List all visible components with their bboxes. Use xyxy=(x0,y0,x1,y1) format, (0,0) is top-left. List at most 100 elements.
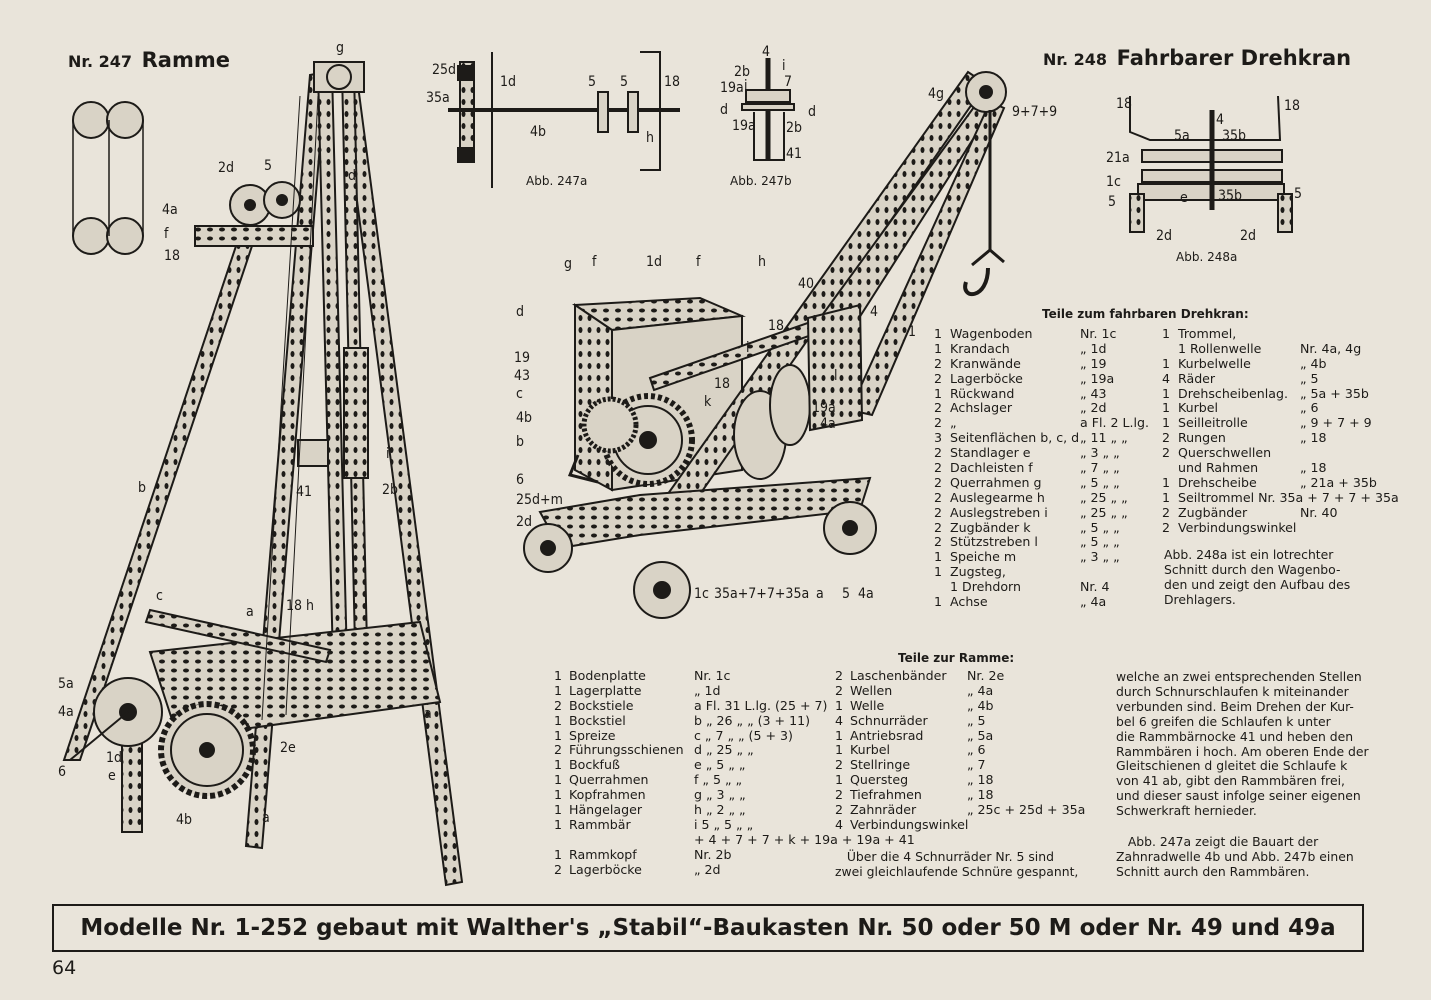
parts-qty: 1 xyxy=(934,326,943,341)
parts-name: Auslegstreben i xyxy=(950,504,1048,520)
label: d xyxy=(516,304,524,320)
parts-name: Seitenflächen b, c, d xyxy=(950,430,1080,446)
label: 4a xyxy=(820,416,836,432)
parts-name: Querrahmen g xyxy=(950,474,1042,490)
parts-name: Rammbär xyxy=(569,816,631,832)
parts-qty: 2 xyxy=(934,445,943,461)
parts-qty: 1 xyxy=(835,727,844,743)
parts-qty: 2 xyxy=(835,682,844,698)
parts-name: Auslegearme h xyxy=(950,489,1045,505)
caption-abb-247b: Abb. 247b xyxy=(730,174,792,188)
label: 40 xyxy=(798,276,815,292)
label: 4a xyxy=(162,202,178,218)
parts-qty: 1 xyxy=(554,816,563,832)
parts-number: f „ 5 „ „ xyxy=(694,772,743,788)
parts-qty: 1 xyxy=(934,564,943,580)
label: i xyxy=(746,340,750,356)
parts-name: Lagerböcke xyxy=(950,370,1023,386)
label: 35a+7+7+35a xyxy=(714,586,810,602)
parts-number: „ 43 xyxy=(1080,385,1107,401)
parts-name: Achse xyxy=(950,594,988,610)
parts-number: g „ 3 „ „ xyxy=(694,787,746,803)
parts-qty: 4 xyxy=(835,712,844,728)
parts-number: „ 18 xyxy=(1300,460,1327,476)
label: 1d xyxy=(646,254,663,270)
parts-name: Dachleisten f xyxy=(950,460,1033,476)
parts-qty: 2 xyxy=(835,757,844,773)
parts-number: „ 4b xyxy=(1300,355,1327,371)
label: 41 xyxy=(296,484,313,500)
parts-number: „ 2d xyxy=(694,861,721,877)
parts-qty: 2 xyxy=(934,474,943,490)
label: a xyxy=(262,810,270,826)
parts-number: „ 6 xyxy=(967,742,986,758)
parts-number: „ 21a + 35b xyxy=(1300,474,1377,490)
label: 1c xyxy=(694,586,709,602)
label: 35a xyxy=(426,90,450,106)
kran-note: Abb. 248a ist ein lotrechter Schnitt dur… xyxy=(1164,547,1351,607)
parts-number: „ 19 xyxy=(1080,355,1107,371)
parts-name: Achslager xyxy=(950,400,1012,416)
parts-name: Querschwellen xyxy=(1178,445,1272,461)
parts-name: Speiche m xyxy=(950,549,1017,565)
parts-qty: 1 xyxy=(554,757,563,773)
label: f xyxy=(696,254,701,270)
label: 4g xyxy=(928,86,945,102)
parts-qty: 2 xyxy=(934,355,943,371)
parts-number: Nr. 1c xyxy=(694,668,731,683)
label: 43 xyxy=(514,368,531,384)
parts-qty: 2 xyxy=(934,400,943,416)
parts-qty: 1 xyxy=(1162,415,1171,431)
abb-248a-drawing xyxy=(1129,95,1293,233)
label: 1 xyxy=(908,324,917,340)
parts-qty: 2 xyxy=(835,787,844,803)
parts-name: Kurbel xyxy=(850,742,891,758)
label: 4b xyxy=(530,124,547,140)
parts-name: Lagerböcke xyxy=(569,861,642,877)
parts-name: Führungsschienen xyxy=(569,742,684,758)
label: 18 xyxy=(1284,98,1301,114)
label: a xyxy=(424,706,432,722)
label: h xyxy=(646,130,654,146)
abb-247b-drawing xyxy=(741,58,795,161)
label: 4a xyxy=(58,704,74,720)
parts-qty: 1 xyxy=(554,727,563,743)
parts-name: Rückwand xyxy=(950,385,1015,401)
parts-qty: 2 xyxy=(554,861,563,877)
label: 18 xyxy=(164,248,181,264)
label: 25d xyxy=(432,62,457,78)
parts-number: Nr. 1c xyxy=(1080,326,1117,341)
parts-qty: 1 xyxy=(554,682,563,698)
parts-name: Wellen xyxy=(850,682,893,698)
label: 18 xyxy=(664,74,681,90)
parts-number: „ 5 „ „ xyxy=(1080,519,1120,535)
label: 1d xyxy=(500,74,517,90)
parts-number: Nr. 2b xyxy=(694,846,732,862)
parts-qty: 2 xyxy=(835,802,844,818)
parts-number: e „ 5 „ „ xyxy=(694,757,746,773)
title-ramme: Nr. 247 Ramme xyxy=(68,48,230,72)
model-number-248: Nr. 248 xyxy=(1043,50,1108,69)
parts-qty: 1 xyxy=(554,668,563,683)
parts-name: Tiefrahmen xyxy=(850,787,922,803)
parts-qty: 2 xyxy=(835,668,844,683)
abb-247a-drawing xyxy=(448,51,680,188)
